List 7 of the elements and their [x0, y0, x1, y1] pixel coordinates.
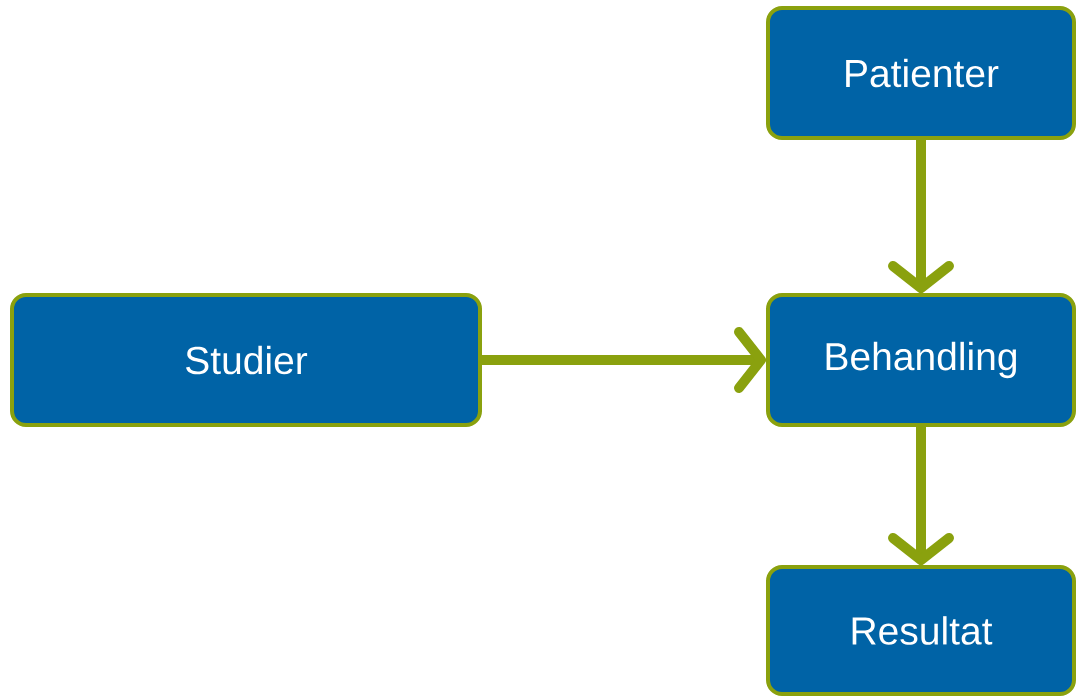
- process-box: Behandling: [766, 293, 1076, 427]
- process-box: Patienter: [766, 6, 1076, 140]
- arrow: [482, 327, 766, 393]
- arrow: [888, 427, 954, 565]
- process-box: Studier: [10, 293, 482, 427]
- process-box: Resultat: [766, 565, 1076, 696]
- arrow: [888, 140, 954, 293]
